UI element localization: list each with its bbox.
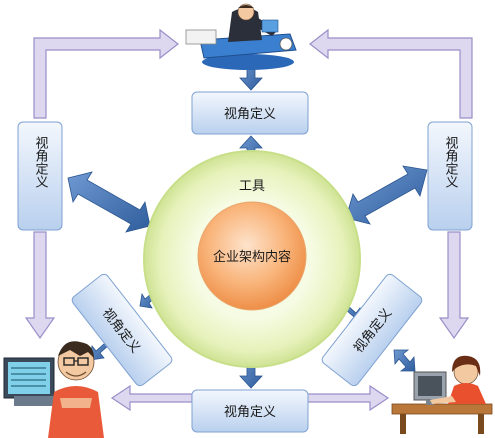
arrow-right-down xyxy=(438,231,470,340)
view-box-right: 视角定义 xyxy=(427,121,473,231)
center-label: 企业架构内容 xyxy=(213,249,291,265)
arrow-left-box-ring xyxy=(67,171,151,233)
view-box-left: 视角定义 xyxy=(17,121,63,231)
arrow-bottom-left xyxy=(110,384,193,412)
arrow-left-up-right xyxy=(33,28,179,119)
engineer-with-monitors-icon xyxy=(3,341,104,438)
enterprise-architecture-core: 企业架构内容 xyxy=(197,201,307,311)
arrow-left-down xyxy=(24,231,56,340)
arrow-right-box-ring xyxy=(345,165,428,225)
businessman-at-desk-icon xyxy=(185,3,297,70)
arrow-br-box-woman xyxy=(393,349,416,372)
view-box-bottom: 视角定义 xyxy=(191,389,309,433)
ring-label: 工具 xyxy=(239,179,265,194)
arrow-right-up-left xyxy=(309,28,473,119)
outer-flow-arrows xyxy=(24,28,473,412)
view-label-left: 视角定义 xyxy=(33,136,49,188)
view-label-bottom: 视角定义 xyxy=(224,405,276,420)
view-box-top: 视角定义 xyxy=(191,91,309,135)
arrow-bottom-right xyxy=(304,384,390,412)
view-label-right: 视角定义 xyxy=(443,136,459,188)
view-label-top: 视角定义 xyxy=(224,107,276,122)
woman-at-computer-icon xyxy=(391,355,493,434)
